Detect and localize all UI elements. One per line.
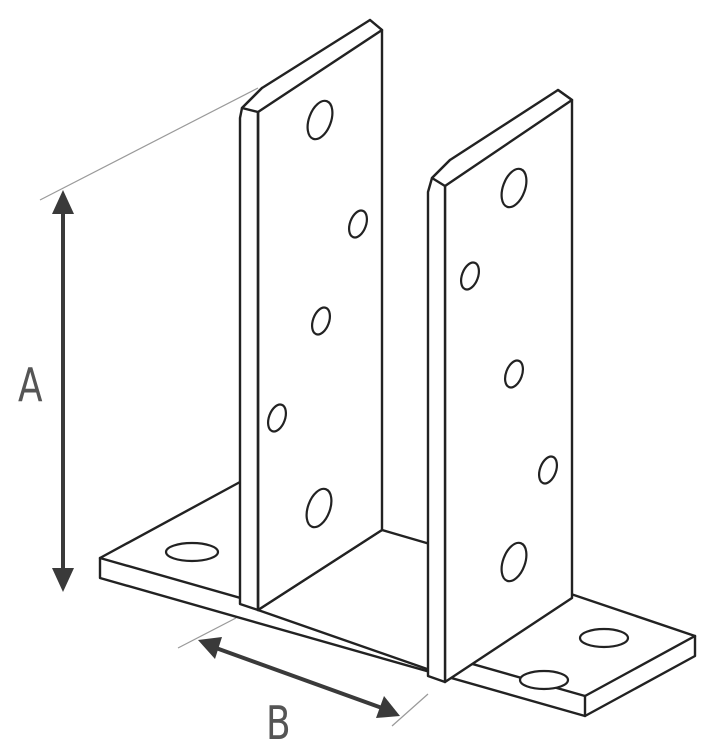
right-plate-hole-3 bbox=[503, 359, 525, 389]
right-plate-hole-5 bbox=[500, 541, 528, 583]
dimension-a-arrow bbox=[52, 190, 74, 592]
left-plate-hole-1 bbox=[306, 99, 334, 141]
dimension-b-arrowhead-left bbox=[198, 637, 222, 659]
dimension-a-arrowhead-bottom bbox=[52, 568, 74, 592]
right-plate-top-chamfer bbox=[430, 88, 574, 188]
base-plate-hole-left bbox=[164, 541, 220, 563]
width-extension-line-right bbox=[391, 693, 429, 727]
width-extension-line-left bbox=[177, 617, 237, 649]
dimension-a-arrowhead-top bbox=[52, 190, 74, 214]
dimension-b-arrowhead-right bbox=[376, 696, 400, 718]
base-plate-hole-right-back bbox=[578, 627, 630, 649]
left-plate-hole-5 bbox=[305, 487, 333, 529]
dimension-b-shaft bbox=[214, 646, 384, 710]
right-upright-plate bbox=[426, 88, 574, 684]
dimension-b-label: B bbox=[266, 696, 291, 750]
left-plate-hole-2 bbox=[347, 209, 369, 239]
base-plate-hole-right-front bbox=[518, 669, 570, 691]
right-plate-hole-1 bbox=[500, 167, 528, 209]
right-plate-hole-4 bbox=[537, 455, 559, 485]
height-extension-line bbox=[39, 87, 259, 201]
left-plate-hole-3 bbox=[310, 306, 332, 336]
left-plate-top-chamfer bbox=[240, 18, 384, 114]
left-upright-plate bbox=[238, 18, 384, 612]
left-plate-hole-4 bbox=[266, 403, 288, 433]
right-plate-hole-2 bbox=[459, 261, 481, 291]
dimension-b-arrow bbox=[198, 637, 400, 718]
dimension-a-label: A bbox=[18, 358, 43, 412]
